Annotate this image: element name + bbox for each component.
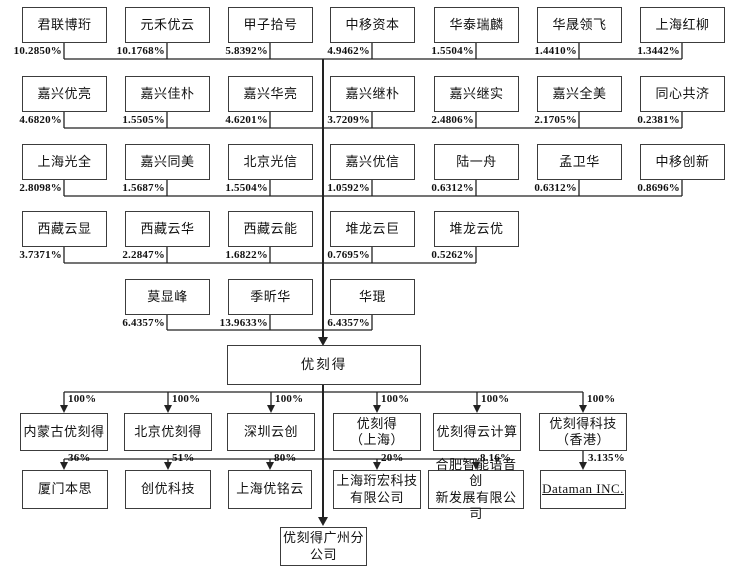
investee-box: 厦门本思 bbox=[22, 470, 108, 509]
ownership-percent: 1.0592% bbox=[327, 182, 370, 194]
ownership-percent: 5.8392% bbox=[225, 45, 268, 57]
shareholder-box: 华泰瑞麟 bbox=[434, 7, 519, 43]
ownership-percent: 20% bbox=[381, 452, 404, 464]
investee-box: 合肥智能语音创 新发展有限公司 bbox=[428, 457, 524, 521]
ownership-percent: 0.6312% bbox=[431, 182, 474, 194]
shareholder-box: 堆龙云优 bbox=[434, 211, 519, 247]
shareholder-box: 堆龙云巨 bbox=[330, 211, 415, 247]
ownership-percent: 13.9633% bbox=[219, 317, 268, 329]
ownership-percent: 1.6822% bbox=[225, 249, 268, 261]
ownership-percent: 10.2850% bbox=[13, 45, 62, 57]
shareholder-box: 华晟领飞 bbox=[537, 7, 622, 43]
ownership-percent: 2.8098% bbox=[19, 182, 62, 194]
ownership-percent: 1.5504% bbox=[225, 182, 268, 194]
shareholder-box: 西藏云显 bbox=[22, 211, 107, 247]
shareholder-box: 莫显峰 bbox=[125, 279, 210, 315]
ownership-percent: 0.6312% bbox=[534, 182, 577, 194]
ownership-percent: 1.5504% bbox=[431, 45, 474, 57]
branch-office-box: 优刻得广州分 公司 bbox=[280, 527, 367, 566]
shareholder-box: 北京光信 bbox=[228, 144, 313, 180]
ownership-percent: 4.6820% bbox=[19, 114, 62, 126]
shareholder-box: 嘉兴全美 bbox=[537, 76, 622, 112]
ownership-percent: 6.4357% bbox=[327, 317, 370, 329]
ownership-percent: 0.7695% bbox=[327, 249, 370, 261]
subsidiary-box: 优刻得 （上海） bbox=[333, 413, 421, 451]
subsidiary-box: 深圳云创 bbox=[227, 413, 315, 451]
ownership-percent: 0.2381% bbox=[637, 114, 680, 126]
ownership-percent: 6.4357% bbox=[122, 317, 165, 329]
ownership-percent: 3.7371% bbox=[19, 249, 62, 261]
ownership-percent: 3.7209% bbox=[327, 114, 370, 126]
ownership-percent: 80% bbox=[274, 452, 297, 464]
ownership-percent: 100% bbox=[68, 393, 97, 405]
subsidiary-box: 内蒙古优刻得 bbox=[20, 413, 108, 451]
investee-box: Dataman INC. bbox=[540, 470, 626, 509]
ownership-percent: 4.9462% bbox=[327, 45, 370, 57]
ownership-percent: 1.5687% bbox=[122, 182, 165, 194]
shareholder-box: 甲子拾号 bbox=[228, 7, 313, 43]
ownership-percent: 8.16% bbox=[480, 452, 512, 464]
ownership-percent: 100% bbox=[481, 393, 510, 405]
shareholder-box: 华琨 bbox=[330, 279, 415, 315]
shareholder-box: 嘉兴优亮 bbox=[22, 76, 107, 112]
ownership-percent: 51% bbox=[172, 452, 195, 464]
investee-box: 创优科技 bbox=[125, 470, 211, 509]
investee-box: 上海优铭云 bbox=[228, 470, 312, 509]
shareholder-box: 同心共济 bbox=[640, 76, 725, 112]
shareholder-box: 陆一舟 bbox=[434, 144, 519, 180]
shareholder-box: 嘉兴同美 bbox=[125, 144, 210, 180]
root-company-box: 优刻得 bbox=[227, 345, 421, 385]
ownership-percent: 0.8696% bbox=[637, 182, 680, 194]
shareholder-box: 嘉兴继实 bbox=[434, 76, 519, 112]
ownership-percent: 100% bbox=[587, 393, 616, 405]
shareholder-box: 嘉兴继朴 bbox=[330, 76, 415, 112]
ownership-percent: 1.4410% bbox=[534, 45, 577, 57]
ownership-percent: 1.5505% bbox=[122, 114, 165, 126]
shareholder-box: 嘉兴优信 bbox=[330, 144, 415, 180]
shareholder-box: 孟卫华 bbox=[537, 144, 622, 180]
shareholder-box: 君联博珩 bbox=[22, 7, 107, 43]
subsidiary-box: 优刻得云计算 bbox=[433, 413, 521, 451]
subsidiary-box: 优刻得科技 （香港） bbox=[539, 413, 627, 451]
ownership-percent: 10.1768% bbox=[116, 45, 165, 57]
ownership-percent: 100% bbox=[381, 393, 410, 405]
shareholder-box: 西藏云华 bbox=[125, 211, 210, 247]
investee-box: 上海珩宏科技 有限公司 bbox=[333, 470, 421, 509]
shareholder-box: 嘉兴佳朴 bbox=[125, 76, 210, 112]
ownership-percent: 1.3442% bbox=[637, 45, 680, 57]
shareholder-box: 上海红柳 bbox=[640, 7, 725, 43]
subsidiary-box: 北京优刻得 bbox=[124, 413, 212, 451]
shareholder-box: 上海光全 bbox=[22, 144, 107, 180]
ownership-percent: 36% bbox=[68, 452, 91, 464]
ownership-percent: 100% bbox=[172, 393, 201, 405]
ownership-percent: 2.2847% bbox=[122, 249, 165, 261]
ownership-percent: 0.5262% bbox=[431, 249, 474, 261]
shareholder-box: 中移创新 bbox=[640, 144, 725, 180]
ownership-percent: 2.4806% bbox=[431, 114, 474, 126]
ownership-percent: 4.6201% bbox=[225, 114, 268, 126]
shareholder-box: 元禾优云 bbox=[125, 7, 210, 43]
shareholder-box: 中移资本 bbox=[330, 7, 415, 43]
ownership-percent: 100% bbox=[275, 393, 304, 405]
shareholder-box: 嘉兴华亮 bbox=[228, 76, 313, 112]
shareholder-box: 西藏云能 bbox=[228, 211, 313, 247]
shareholder-box: 季昕华 bbox=[228, 279, 313, 315]
ownership-percent: 2.1705% bbox=[534, 114, 577, 126]
ownership-percent: 3.135% bbox=[588, 452, 625, 464]
